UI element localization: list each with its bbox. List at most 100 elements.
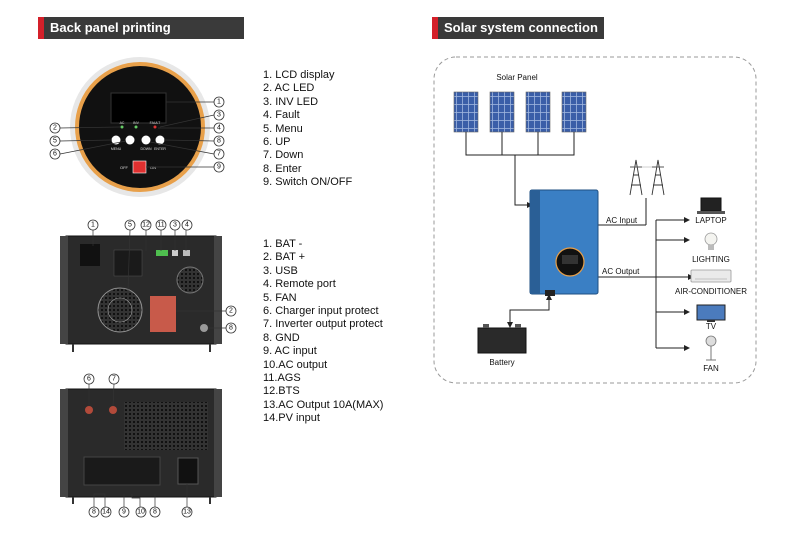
inverter-breaker xyxy=(109,406,117,414)
bat-minus-terminal xyxy=(80,244,100,266)
rear-callout-lines xyxy=(92,229,226,329)
solar-panel xyxy=(453,91,479,133)
ac-output-label: AC Output xyxy=(602,267,640,276)
laptop-icon xyxy=(697,197,725,214)
callout-badge: 4 xyxy=(181,219,193,231)
down-button[interactable] xyxy=(141,135,151,145)
callout-badge: 6 xyxy=(49,148,61,160)
switch-off-label: OFF xyxy=(120,165,129,170)
callout-badge: 5 xyxy=(124,219,136,231)
callout-number: 6 xyxy=(53,151,57,158)
callout-badge: 8 xyxy=(225,322,237,334)
fault-led xyxy=(153,125,157,129)
callout-badge: 14 xyxy=(100,506,112,518)
wiring xyxy=(465,132,690,349)
callout-number: 8 xyxy=(153,509,157,516)
switch-on-label: ON xyxy=(150,165,156,170)
callout-number: 8 xyxy=(229,325,233,332)
inv-led xyxy=(134,125,138,129)
callout-badge: 7 xyxy=(213,148,225,160)
side-panel xyxy=(60,388,222,504)
solar-panel-label: Solar Panel xyxy=(496,73,538,82)
callout-number: 5 xyxy=(128,222,132,229)
callout-number: 11 xyxy=(157,222,164,229)
fan-guard xyxy=(97,287,143,333)
legend-item: 14.PV input xyxy=(263,412,320,425)
lighting-label: LIGHTING xyxy=(692,255,730,264)
legend-item: 4. Remote port xyxy=(263,278,336,291)
fan-guard-inner xyxy=(107,297,133,323)
side-panel-flange-right xyxy=(214,389,222,497)
callout-number: 2 xyxy=(229,308,233,315)
front-panel-ring xyxy=(75,62,205,192)
legend-item: 6. UP xyxy=(263,136,291,149)
lcd-display xyxy=(110,92,167,124)
legend-item: 7. Down xyxy=(263,149,304,162)
ags-connector xyxy=(156,250,168,256)
side-callouts: 6 7 8 14 9 10 8 13 xyxy=(83,373,193,518)
legend-item: 1. BAT - xyxy=(263,238,303,250)
battery-terminal xyxy=(483,324,489,328)
legend-item: 5. Menu xyxy=(263,122,303,135)
legend-item: 10.AC output xyxy=(263,358,328,371)
battery-device xyxy=(477,324,527,354)
ac-input-label: AC Input xyxy=(606,216,638,225)
legend-item: 9. Switch ON/OFF xyxy=(263,176,353,189)
callout-badge: 7 xyxy=(108,373,120,385)
side-vent-grill xyxy=(124,402,208,450)
down-button-label: DOWN xyxy=(140,147,152,151)
inverter-body xyxy=(529,189,599,295)
callout-number: 10 xyxy=(137,509,145,516)
legend-item: 11.AGS xyxy=(263,372,301,385)
legend-item: 13.AC Output 10A(MAX) xyxy=(263,398,384,411)
callout-number: 3 xyxy=(217,112,221,119)
ac-output-socket xyxy=(177,457,199,485)
legend-item: 3. INV LED xyxy=(263,95,319,108)
tv-icon xyxy=(696,304,726,322)
legend-item: 9. AC input xyxy=(263,345,317,358)
laptop-label: LAPTOP xyxy=(695,216,726,225)
callout-number: 12 xyxy=(142,222,150,229)
terminal-cover xyxy=(83,456,161,486)
side-callout-lines xyxy=(88,383,188,507)
legend-item: 7. Inverter output protect xyxy=(263,318,383,331)
air-conditioner-label: AIR-CONDITIONER xyxy=(675,287,747,296)
small-fan xyxy=(176,266,204,294)
inverter-side xyxy=(530,190,540,294)
callout-badge: 2 xyxy=(49,122,61,134)
legend-item: 5. FAN xyxy=(263,291,297,304)
callout-badge: 10 xyxy=(135,506,147,518)
ac-led-label: AC xyxy=(120,121,125,125)
callout-badge: 2 xyxy=(225,305,237,317)
power-switch[interactable] xyxy=(132,160,147,174)
callout-number: 2 xyxy=(53,125,57,132)
charger-breaker xyxy=(85,406,93,414)
callout-badge: 13 xyxy=(181,506,193,518)
callout-badge: 8 xyxy=(149,506,161,518)
solar-panel-array xyxy=(453,91,587,133)
battery-terminal xyxy=(515,324,521,328)
callout-number: 13 xyxy=(183,509,191,516)
rear-panel-flange-right xyxy=(214,236,222,344)
callout-badge: 1 xyxy=(87,219,99,231)
legend-item: 12.BTS xyxy=(263,385,300,398)
callout-badge: 6 xyxy=(83,373,95,385)
air-conditioner-icon xyxy=(690,269,732,283)
tv-label: TV xyxy=(706,322,717,331)
callout-badge: 9 xyxy=(213,161,225,173)
front-callouts: 1 3 4 8 7 9 2 5 6 xyxy=(49,96,225,173)
inv-led-label: INV xyxy=(133,121,140,125)
callout-badge: 3 xyxy=(213,109,225,121)
up-button[interactable] xyxy=(125,135,135,145)
callout-number: 8 xyxy=(92,509,96,516)
front-callout-lines xyxy=(59,101,215,168)
power-tower-icon xyxy=(629,159,665,196)
callout-number: 4 xyxy=(185,222,189,229)
callout-badge: 12 xyxy=(140,219,152,231)
light-bulb-icon xyxy=(704,232,718,250)
bat-plus-terminal xyxy=(150,296,176,332)
enter-button[interactable] xyxy=(155,135,165,145)
callout-number: 9 xyxy=(122,509,126,516)
callout-badge: 9 xyxy=(118,506,130,518)
